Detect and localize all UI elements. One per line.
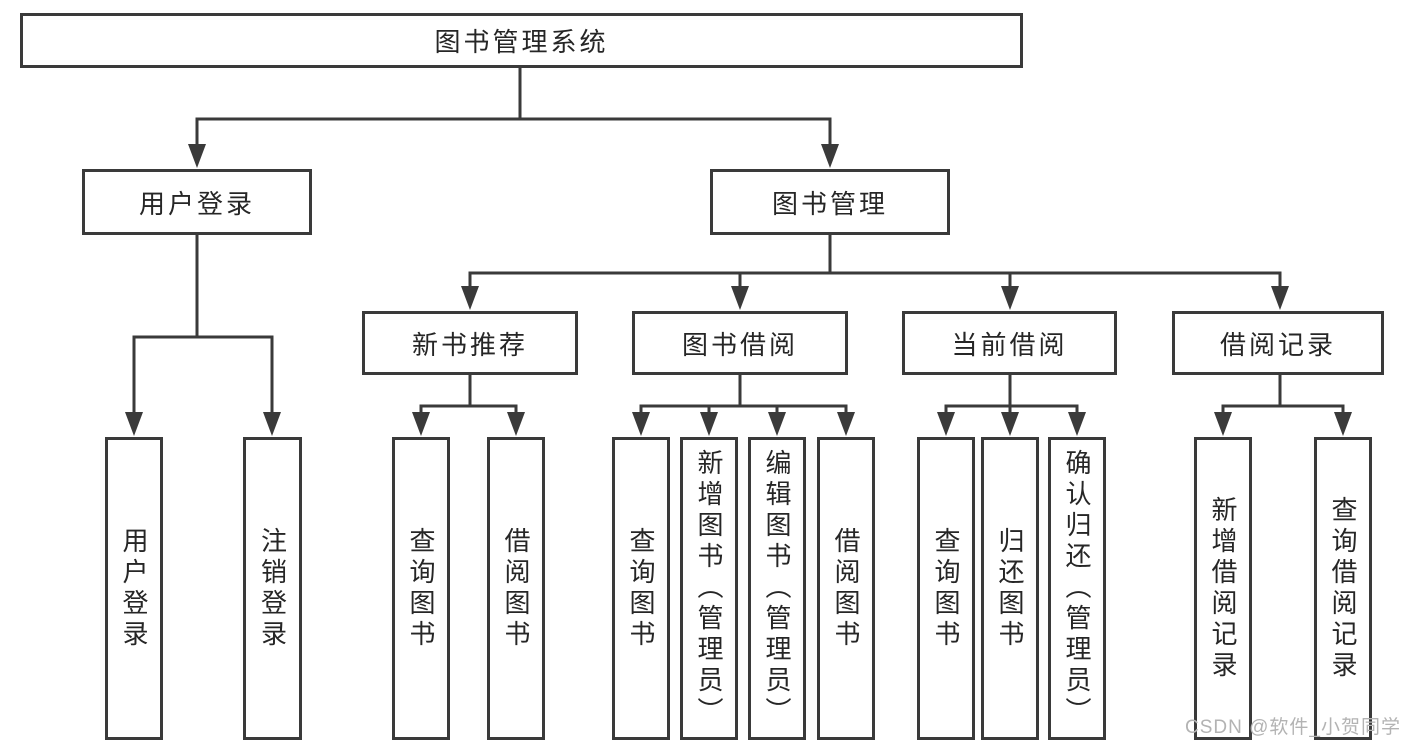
leaf-label: 查询借阅记录	[1328, 495, 1358, 682]
leaf-label: 确认归还（管理员）	[1062, 449, 1092, 728]
leaf-borrow-books-recommend: 借阅图书	[487, 437, 545, 740]
leaf-add-book-admin: 新增图书（管理员）	[680, 437, 738, 740]
leaf-label: 注销登录	[257, 526, 288, 651]
leaf-query-books-recommend: 查询图书	[392, 437, 450, 740]
leaf-borrow-books: 借阅图书	[817, 437, 875, 740]
leaf-confirm-return-admin: 确认归还（管理员）	[1048, 437, 1106, 740]
leaf-edit-book-admin: 编辑图书（管理员）	[748, 437, 806, 740]
node-book-borrowing: 图书借阅	[632, 311, 848, 375]
leaf-logout: 注销登录	[243, 437, 302, 740]
leaf-label: 归还图书	[995, 526, 1025, 651]
leaf-label: 借阅图书	[831, 526, 861, 651]
node-current-borrowing: 当前借阅	[902, 311, 1117, 375]
node-book-management: 图书管理	[710, 169, 950, 235]
leaf-label: 新增借阅记录	[1208, 495, 1238, 682]
leaf-label: 编辑图书（管理员）	[762, 449, 792, 728]
leaf-label: 新增图书（管理员）	[694, 449, 724, 728]
node-new-book-recommend: 新书推荐	[362, 311, 578, 375]
node-user-login: 用户登录	[82, 169, 312, 235]
leaf-query-borrow-record: 查询借阅记录	[1314, 437, 1372, 740]
csdn-watermark: CSDN @软件_小贺同学	[1185, 717, 1401, 738]
leaf-return-books: 归还图书	[981, 437, 1039, 740]
leaf-label: 用户登录	[119, 526, 149, 651]
leaf-label: 查询图书	[626, 526, 656, 651]
leaf-label: 查询图书	[931, 526, 961, 651]
leaf-query-books-current: 查询图书	[917, 437, 975, 740]
leaf-label: 查询图书	[406, 526, 436, 651]
leaf-user-login: 用户登录	[105, 437, 163, 740]
leaf-query-books-borrowing: 查询图书	[612, 437, 670, 740]
leaf-add-borrow-record: 新增借阅记录	[1194, 437, 1252, 740]
leaf-label: 借阅图书	[501, 526, 531, 651]
arrowheads	[125, 144, 1352, 436]
node-library-management-system: 图书管理系统	[20, 13, 1023, 68]
node-borrow-records: 借阅记录	[1172, 311, 1384, 375]
